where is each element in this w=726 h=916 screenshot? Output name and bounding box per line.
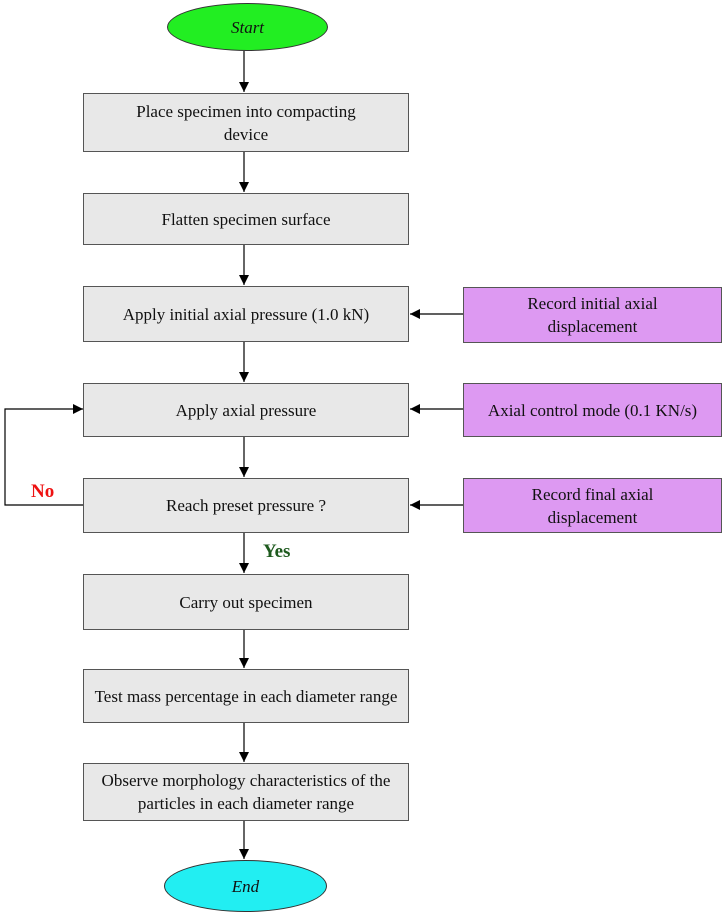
step-apply-initial-pressure: Apply initial axial pressure (1.0 kN) [83,286,409,342]
side-record-final-displacement: Record final axial displacement [463,478,722,533]
yes-label: Yes [263,541,291,562]
loop-back-no-arrow [4,404,83,506]
step-observe-morphology: Observe morphology characteristics of th… [83,763,409,821]
step-flatten-surface: Flatten specimen surface [83,193,409,245]
start-terminal: Start [167,3,328,51]
end-terminal: End [164,860,327,912]
side-axial-control-mode: Axial control mode (0.1 KN/s) [463,383,722,437]
no-label: No [31,481,55,502]
step-apply-axial-pressure: Apply axial pressure [83,383,409,437]
step-place-specimen: Place specimen into compacting device [83,93,409,152]
side-record-initial-displacement: Record initial axial displacement [463,287,722,343]
step-test-mass-percentage: Test mass percentage in each diameter ra… [83,669,409,723]
step-reach-preset-pressure: Reach preset pressure ? [83,478,409,533]
step-carry-out-specimen: Carry out specimen [83,574,409,630]
